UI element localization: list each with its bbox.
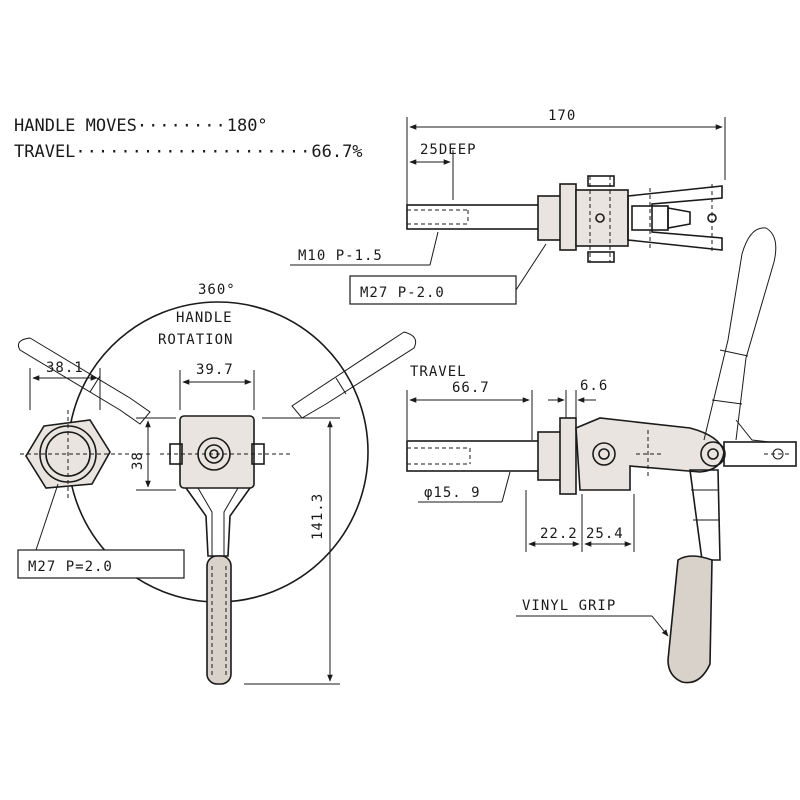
rotation-label-handle: HANDLE: [176, 310, 233, 326]
spec-leader-dots: ·····················: [75, 142, 312, 162]
front-vinyl-grip: [206, 555, 232, 685]
side-view: TRAVEL 66.7 6.6 φ15. 9: [406, 227, 797, 684]
phantom-handle-left: [17, 337, 151, 425]
plunger: [406, 204, 541, 230]
phantom-handle-right: [291, 331, 417, 419]
side-travel-label: TRAVEL: [410, 364, 467, 380]
rotation-degrees: 360°: [198, 282, 236, 298]
thread-small-label: M10 P-1.5: [298, 248, 383, 264]
body-collar: [537, 195, 563, 241]
vinyl-grip-label: VINYL GRIP: [522, 598, 616, 614]
dim-39-7: 39.7: [196, 362, 234, 378]
side-travel-value: 66.7: [452, 380, 490, 396]
top-view: 170 25DEEP M10 P-1.5 M27 P-2.0: [290, 108, 726, 305]
side-collar: [537, 431, 563, 481]
spec-handle-moves-value: 180°: [226, 116, 268, 136]
clamp-body: [575, 189, 629, 247]
spec-travel: TRAVEL·····················66.7%: [14, 142, 363, 162]
side-nut: [559, 417, 577, 495]
handle-upper-phantom: [703, 227, 777, 441]
vinyl-grip: [667, 555, 713, 684]
spec-handle-moves-label: HANDLE MOVES: [14, 116, 137, 136]
thread-large-label: M27 P-2.0: [360, 285, 445, 301]
spec-handle-moves: HANDLE MOVES········180°: [14, 116, 268, 136]
front-thread-label: M27 P=2.0: [28, 559, 113, 575]
spec-leader-dots: ········: [136, 116, 227, 136]
deep-value: 25DEEP: [420, 142, 477, 158]
dim-22-2: 22.2: [540, 526, 578, 542]
dim-38-1: 38.1: [46, 360, 84, 376]
dim-38: 38: [130, 451, 146, 470]
dim-141-3: 141.3: [310, 493, 326, 540]
dim-25-4: 25.4: [586, 526, 624, 542]
spec-travel-value: 66.7%: [311, 142, 363, 162]
linkage-arms: [627, 185, 723, 251]
front-thread-callout: [17, 549, 185, 579]
front-handle-stem: [185, 487, 251, 557]
diameter-label: φ15. 9: [424, 485, 481, 501]
spec-travel-label: TRAVEL: [14, 142, 76, 162]
rotation-label-rotation: ROTATION: [158, 332, 233, 348]
length-value: 170: [548, 108, 576, 124]
thread-large-callout: [349, 275, 517, 305]
handle-lower-shaft: [689, 469, 721, 561]
side-plunger: [406, 440, 541, 472]
front-view: 360° HANDLE ROTATION 38.1 39.7 38: [17, 282, 417, 685]
hex-nut: [559, 183, 577, 251]
dim-6-6: 6.6: [580, 378, 608, 394]
